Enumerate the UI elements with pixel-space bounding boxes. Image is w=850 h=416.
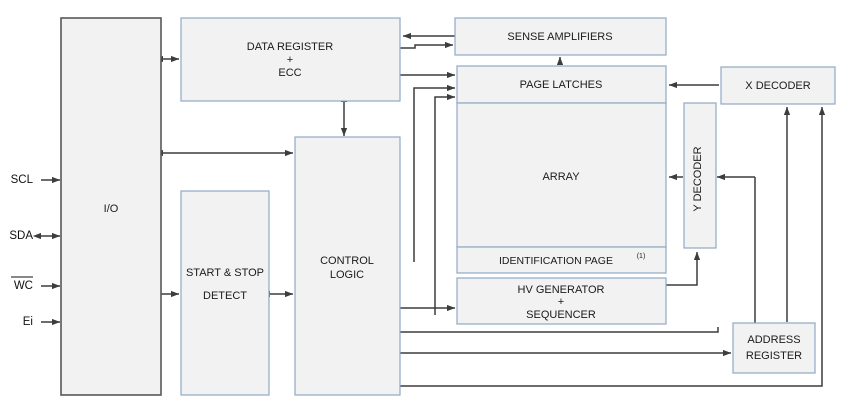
block-start-stop-line1: START & STOP <box>186 267 264 279</box>
block-identification-page[interactable]: IDENTIFICATION PAGE (1) <box>456 246 667 274</box>
block-control-logic[interactable]: CONTROL LOGIC <box>294 136 401 396</box>
block-data-register-line2: + <box>287 54 293 66</box>
signal-label-wc: WC <box>14 280 33 292</box>
block-address-register-line2: REGISTER <box>746 350 802 362</box>
block-identification-page-label: IDENTIFICATION PAGE <box>499 255 613 267</box>
block-start-stop-detect[interactable]: START & STOP DETECT <box>180 190 270 396</box>
block-hv-generator[interactable]: HV GENERATOR + SEQUENCER <box>456 277 667 325</box>
wire-data-register-to-sense-amp <box>400 41 454 49</box>
wire-bus-to-page-latches-3 <box>434 93 456 315</box>
block-sense-amplifiers[interactable]: SENSE AMPLIFIERS <box>454 17 667 56</box>
block-sense-amplifiers-label: SENSE AMPLIFIERS <box>507 31 612 43</box>
wire-layer <box>32 32 826 387</box>
block-array-label: ARRAY <box>542 171 580 183</box>
signal-label-ei: Ei <box>23 316 33 328</box>
block-y-decoder-label: Y DECODER <box>692 146 704 211</box>
block-page-latches[interactable]: PAGE LATCHES <box>456 65 667 104</box>
wire-hv-gen-to-y-decoder <box>666 251 701 286</box>
signal-labels: SCL SDA WC Ei <box>9 174 33 328</box>
signal-label-scl: SCL <box>11 174 34 186</box>
block-y-decoder[interactable]: Y DECODER <box>683 102 717 249</box>
block-data-register-line1: DATA REGISTER <box>247 41 333 53</box>
block-data-register[interactable]: DATA REGISTER + ECC <box>180 17 401 102</box>
block-x-decoder[interactable]: X DECODER <box>720 66 836 105</box>
block-hv-generator-line3: SEQUENCER <box>526 309 596 321</box>
block-x-decoder-label: X DECODER <box>745 80 810 92</box>
block-control-logic-line2: LOGIC <box>330 269 364 281</box>
wire-bus-to-page-latches-2 <box>413 84 456 262</box>
block-identification-page-footnote: (1) <box>637 253 646 260</box>
block-array[interactable]: ARRAY <box>456 102 667 248</box>
block-io-label: I/O <box>104 203 119 215</box>
block-data-register-line3: ECC <box>278 67 301 79</box>
block-address-register-line1: ADDRESS <box>747 334 800 346</box>
block-start-stop-line2: DETECT <box>203 290 247 302</box>
wire-control-logic-to-x-decoder <box>400 106 826 387</box>
block-address-register[interactable]: ADDRESS REGISTER <box>732 322 816 374</box>
wire-control-logic-bus-332 <box>400 327 719 333</box>
signal-label-sda: SDA <box>9 230 33 242</box>
block-io[interactable]: I/O <box>60 17 162 396</box>
block-hv-generator-line1: HV GENERATOR <box>518 284 605 296</box>
block-control-logic-line1: CONTROL <box>320 255 374 267</box>
block-hv-generator-line2: + <box>558 296 564 308</box>
block-page-latches-label: PAGE LATCHES <box>520 79 603 91</box>
